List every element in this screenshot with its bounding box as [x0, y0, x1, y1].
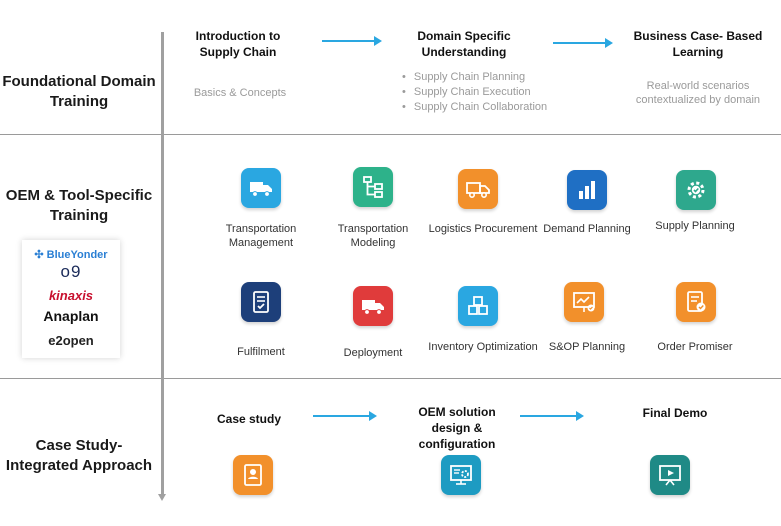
truck-icon [466, 182, 490, 198]
module-label: Transportation Modeling [337, 223, 409, 249]
logo-anaplan: Anaplan [43, 308, 99, 324]
bar-chart-icon [579, 181, 595, 199]
module-label: Logistics Procurement [428, 223, 538, 235]
module-label: Order Promiser [657, 341, 733, 353]
bullet-item: Supply Chain Collaboration [402, 100, 547, 115]
module-label: S&OP Planning [548, 341, 626, 353]
bullet-item: Supply Chain Execution [402, 85, 547, 100]
truck-icon [250, 182, 272, 197]
case-study-title: Case study [216, 412, 282, 426]
logistics-procurement-tile [458, 169, 498, 209]
step-domain-title: Domain Specific Understanding [417, 29, 511, 59]
vertical-axis-arrowhead [158, 494, 166, 501]
module-label: Demand Planning [543, 223, 631, 235]
inventory-optimization-tile [458, 286, 498, 326]
oem-solution-title: OEM solution design & configuration [418, 405, 496, 451]
arrow-2 [553, 38, 613, 48]
final-demo-tile [650, 455, 690, 495]
logo-e2open: e2open [48, 333, 94, 348]
deployment-tile [353, 286, 393, 326]
checklist-icon [253, 291, 269, 313]
module-label: Inventory Optimization [428, 341, 538, 353]
boxes-icon [468, 296, 488, 315]
module-label: Fulfilment [237, 346, 285, 358]
order-promiser-tile [676, 282, 716, 322]
sop-planning-tile [564, 282, 604, 322]
logo-o9: o9 [60, 262, 82, 281]
transportation-management-tile [241, 168, 281, 208]
arrow-4 [520, 411, 584, 421]
demand-planning-tile [567, 170, 607, 210]
logo-kinaxis: kinaxis [48, 288, 94, 303]
divider-top [0, 134, 781, 135]
flowchart-icon [363, 176, 383, 198]
divider-bottom [0, 378, 781, 379]
supply-planning-tile [676, 170, 716, 210]
step-business-title: Business Case- Based Learning [633, 29, 763, 59]
fulfilment-tile [241, 282, 281, 322]
arrow-3 [313, 411, 377, 421]
section-oem: OEM & Tool-Specific Training [5, 187, 153, 224]
module-label: Deployment [343, 347, 403, 359]
domain-bullets: Supply Chain Planning Supply Chain Execu… [402, 70, 547, 115]
module-label: Supply Planning [655, 220, 735, 232]
bullet-item: Supply Chain Planning [402, 70, 547, 85]
logo-blueyonder: ✣ BlueYonder [34, 249, 108, 261]
monitor-gear-icon [450, 465, 472, 485]
section-foundational: Foundational Domain Training [2, 73, 156, 110]
truck-icon [362, 300, 384, 315]
step-intro-sub: Basics & Concepts [193, 87, 287, 99]
document-check-icon [687, 291, 706, 312]
presentation-check-icon [573, 292, 595, 312]
final-demo-title: Final Demo [642, 406, 708, 420]
module-label: Transportation Management [225, 223, 297, 249]
gear-icon [687, 181, 705, 199]
step-business-sub: Real-world scenarios contextualized by d… [635, 80, 761, 106]
step-intro-title: Introduction to Supply Chain [195, 29, 281, 59]
document-user-icon [244, 464, 262, 486]
transportation-modeling-tile [353, 167, 393, 207]
vendor-logos-card: ✣ BlueYonder o9 kinaxis Anaplan e2open [22, 240, 120, 358]
section-case-study: Case Study-Integrated Approach [5, 437, 153, 474]
oem-solution-tile [441, 455, 481, 495]
vertical-axis [161, 32, 164, 496]
case-study-tile [233, 455, 273, 495]
presentation-play-icon [659, 465, 681, 486]
arrow-1 [322, 36, 382, 46]
